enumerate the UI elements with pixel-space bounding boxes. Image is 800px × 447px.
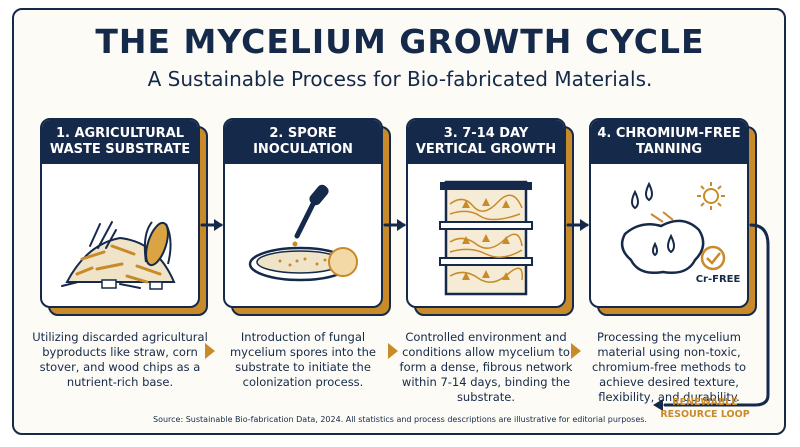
step-header: 4. CHROMIUM-FREE TANNING	[591, 120, 747, 164]
step-card-4: 4. CHROMIUM-FREE TANNING Cr-FREE	[589, 118, 749, 308]
step-header: 3. 7-14 DAY VERTICAL GROWTH	[408, 120, 564, 164]
step-card-2: 2. SPORE INOCULATION	[223, 118, 383, 308]
corn-icon	[143, 221, 172, 267]
page-subtitle: A Sustainable Process for Bio-fabricated…	[147, 67, 653, 91]
substrate-pile-icon	[61, 221, 176, 290]
step-description-3: Controlled environment and conditions al…	[399, 330, 573, 404]
flow-marker	[571, 343, 581, 359]
step-title-line2: TANNING	[635, 142, 703, 157]
step-title-line2: INOCULATION	[253, 142, 353, 157]
source-note: Source: Sustainable Bio-fabrication Data…	[153, 415, 647, 424]
step-title-line1: 2. SPORE	[269, 126, 337, 141]
checkmark-icon	[700, 245, 726, 271]
step-card-1: 1. AGRICULTURAL WASTE SUBSTRATE	[40, 118, 200, 308]
sun-icon	[697, 182, 725, 210]
step-description-1: Utilizing discarded agricultural byprodu…	[32, 330, 208, 389]
petri-dish-icon	[248, 184, 358, 282]
cr-free-badge: Cr-FREE	[695, 274, 741, 285]
flow-marker	[388, 343, 398, 359]
step-header: 2. SPORE INOCULATION	[225, 120, 381, 164]
growth-rack-icon	[439, 180, 533, 296]
step-title-line2: WASTE SUBSTRATE	[49, 142, 191, 157]
step-description-4: Processing the mycelium material using n…	[591, 330, 747, 404]
step-card-3: 3. 7-14 DAY VERTICAL GROWTH	[406, 118, 566, 308]
dropper-icon	[292, 184, 329, 247]
loop-label-line2: RESOURCE LOOP	[660, 409, 750, 420]
step-header: 1. AGRICULTURAL WASTE SUBSTRATE	[42, 120, 198, 164]
step-title-line1: 1. AGRICULTURAL	[55, 126, 185, 141]
page-title: THE MYCELIUM GROWTH CYCLE	[95, 22, 705, 61]
renewable-loop-label: RENEWABLE RESOURCE LOOP	[660, 397, 750, 421]
step-description-2: Introduction of fungal mycelium spores i…	[229, 330, 377, 389]
step-title-line2: VERTICAL GROWTH	[415, 142, 557, 157]
step-title-line1: 4. CHROMIUM-FREE	[597, 126, 741, 141]
flow-marker	[205, 343, 215, 359]
step-title-line1: 3. 7-14 DAY	[443, 126, 529, 141]
loop-label-line1: RENEWABLE	[672, 397, 738, 408]
